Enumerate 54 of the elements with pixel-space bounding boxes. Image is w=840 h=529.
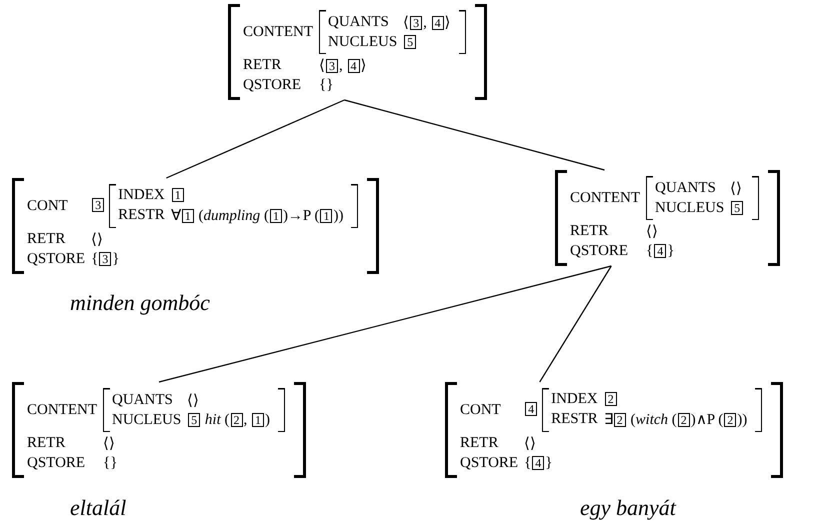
feature-value: 2: [604, 391, 618, 407]
feature-value: 1: [170, 187, 185, 203]
feature-value: ⟨⟩: [103, 436, 115, 452]
feature-name: QSTORE: [243, 77, 302, 93]
feature-name: CONTENT: [27, 402, 97, 418]
word-label: minden gombóc: [70, 290, 210, 316]
feature-name: RETR: [460, 435, 498, 451]
tree-branch: [158, 265, 612, 383]
feature-value: ⟨3, 4⟩: [319, 58, 366, 74]
feature-name: NUCLEUS: [328, 34, 398, 50]
feature-value: ⟨⟩: [730, 181, 742, 197]
feature-value: ⟨3, 4⟩: [403, 15, 451, 31]
feature-name: NUCLEUS: [655, 200, 724, 216]
feature-name: QSTORE: [570, 243, 628, 259]
feature-name: RESTR: [118, 207, 165, 223]
feature-name: CONT: [27, 198, 68, 214]
tree-branch: [166, 99, 345, 179]
feature-name: QUANTS: [328, 14, 389, 30]
word-label: eltalál: [70, 495, 126, 521]
feature-value: ∃2 (witch (2)∧P (2)): [604, 412, 748, 428]
word-label: egy banyát: [580, 495, 676, 521]
feature-name: INDEX: [551, 391, 598, 407]
feature-value: {3}: [91, 251, 120, 267]
feature-value: ⟨⟩: [646, 224, 658, 240]
feature-name: QSTORE: [27, 455, 86, 471]
feature-name: QSTORE: [27, 251, 86, 267]
feature-value: {}: [103, 455, 118, 471]
feature-value: ⟨⟩: [91, 232, 104, 248]
feature-name: RETR: [243, 57, 282, 73]
feature-name: QUANTS: [655, 180, 716, 196]
tree-branch: [344, 99, 605, 171]
feature-value: ⟨⟩: [524, 436, 536, 452]
feature-name: CONT: [460, 402, 501, 418]
feature-value: 5: [730, 200, 744, 216]
feature-value: 5: [403, 34, 418, 50]
feature-value: {4}: [646, 243, 674, 259]
feature-name: NUCLEUS: [112, 412, 182, 428]
feature-name: RETR: [27, 231, 66, 247]
tag-number: 4: [524, 401, 538, 418]
tag-number: 3: [91, 197, 106, 214]
feature-value: ∀1 (dumpling (1)→P (1)): [170, 208, 344, 224]
feature-name: CONTENT: [243, 24, 313, 40]
tree-branch: [539, 266, 612, 382]
feature-value: 5 hit (2, 1): [187, 412, 270, 428]
feature-name: INDEX: [118, 187, 165, 203]
feature-name: RETR: [570, 223, 608, 239]
feature-name: QSTORE: [460, 455, 518, 471]
feature-name: CONTENT: [570, 190, 640, 206]
feature-value: {4}: [524, 455, 552, 471]
feature-name: RETR: [27, 435, 66, 451]
feature-value: {}: [319, 77, 334, 93]
feature-name: RESTR: [551, 411, 598, 427]
feature-name: QUANTS: [112, 392, 173, 408]
feature-value: ⟨⟩: [187, 393, 200, 409]
